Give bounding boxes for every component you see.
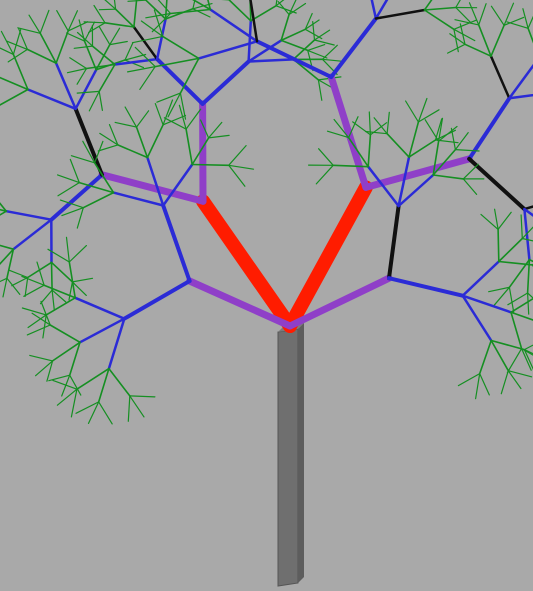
tree-trunk	[278, 323, 304, 586]
trunk-front-face	[278, 329, 298, 586]
branch-level-6	[99, 9, 115, 10]
branch-level-5	[192, 165, 229, 166]
trunk-side-face	[298, 323, 304, 583]
branch-level-5	[498, 229, 499, 261]
branch-level-5	[52, 262, 53, 290]
